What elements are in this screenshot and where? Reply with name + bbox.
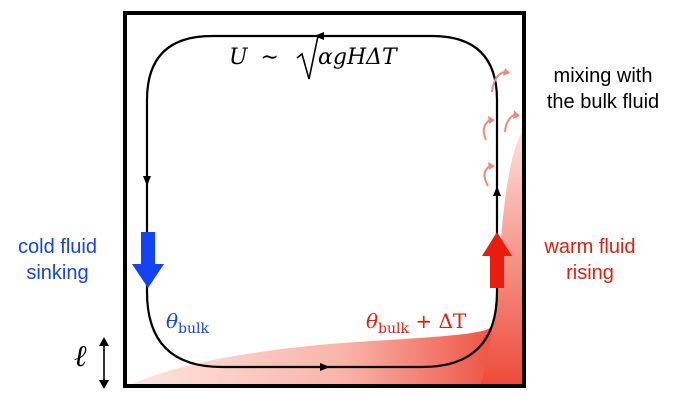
velocity-scale-radicand: αgHΔT <box>318 45 397 70</box>
warm-fluid-label: warm fluid rising <box>544 236 636 284</box>
theta-bulk-cold-label: θbulk <box>166 309 209 337</box>
loop-arrowhead-right <box>493 186 501 196</box>
mixing-label: mixing with the bulk fluid <box>546 65 660 113</box>
loop-arrowhead-left <box>143 176 151 186</box>
warm-boundary-layer-bottom <box>128 250 524 386</box>
mixing-curl-arrows <box>482 68 520 187</box>
sqrt-symbol <box>296 35 432 80</box>
circulation-loop <box>145 34 499 369</box>
loop-arrowhead-bottom <box>320 363 330 371</box>
velocity-scale-label: U ∼ <box>229 45 279 70</box>
container-box <box>123 11 526 388</box>
theta-bulk-warm-label: θbulk + ΔT <box>366 309 467 337</box>
boundary-layer-thickness-arrow <box>99 337 109 389</box>
warm-rising-arrow <box>482 232 512 288</box>
cold-fluid-label: cold fluid sinking <box>18 236 97 284</box>
boundary-layer-thickness-label: ℓ <box>74 339 87 374</box>
cold-sinking-arrow <box>132 232 164 288</box>
